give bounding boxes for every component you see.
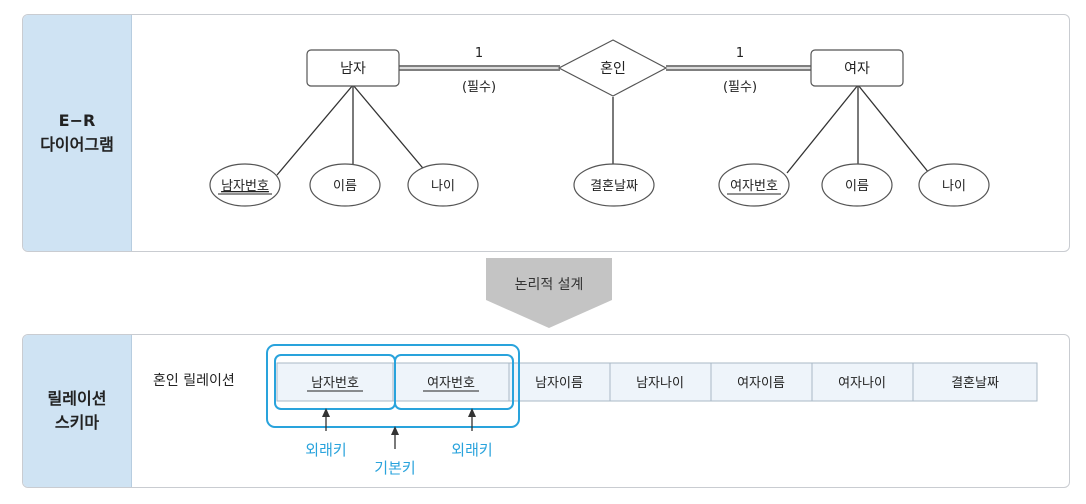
column-4: 남자나이: [636, 376, 684, 391]
er-diagram: 1 (필수) 1 (필수) 남자 여자 혼인 남자번호 이름: [209, 39, 990, 207]
man-attribute-1: 남자번호: [209, 163, 281, 207]
man-attribute-3: 나이: [407, 163, 479, 207]
relation-name: 혼인 릴레이션: [153, 373, 235, 389]
man-attr-line-1: [276, 84, 354, 176]
column-cell-4: [609, 362, 712, 402]
woman-attr-age-label: 나이: [942, 179, 966, 194]
woman-attribute-3: 나이: [918, 163, 990, 207]
logical-design-arrow: 논리적 설계: [486, 258, 612, 330]
relation-schema: 혼인 릴레이션 남자번호 여자번호 남자이름 남자나이 여자이름 여자나이 결혼…: [153, 344, 1038, 477]
schema-columns: 남자번호 여자번호 남자이름 남자나이 여자이름 여자나이 결혼날짜: [276, 362, 1038, 402]
entity-man-label: 남자: [340, 61, 366, 77]
man-attr-age-label: 나이: [431, 179, 455, 194]
schema-label-line1: 릴레이션: [47, 389, 107, 408]
primary-key-arrow: [391, 426, 399, 449]
er-label-line2: 다이어그램: [40, 135, 114, 154]
woman-attr-key-label: 여자번호: [730, 179, 778, 194]
column-cell-5: [710, 362, 813, 402]
primary-key-label: 기본키: [374, 459, 415, 477]
column-7: 결혼날짜: [951, 376, 999, 391]
column-cell-7: [912, 362, 1038, 402]
woman-attr-line-3: [857, 84, 930, 174]
man-attribute-2: 이름: [309, 163, 381, 207]
column-2: 여자번호: [427, 376, 475, 391]
man-attr-key-label: 남자번호: [221, 179, 269, 194]
woman-attribute-2: 이름: [821, 163, 893, 207]
er-panel-label: E−R 다이어그램: [23, 15, 132, 251]
primary-key-box: [266, 344, 520, 428]
foreign-key-label-2: 외래키: [451, 441, 492, 459]
schema-label-line2: 스키마: [54, 413, 100, 432]
column-cell-2: [392, 362, 510, 402]
relationship-label: 혼인: [600, 61, 626, 77]
column-6: 여자나이: [838, 376, 886, 391]
column-3: 남자이름: [535, 376, 583, 391]
relationship-attr-label: 결혼날짜: [590, 179, 638, 194]
woman-attr-line-1: [786, 84, 859, 174]
column-5: 여자이름: [737, 376, 785, 391]
woman-relationship-link: [666, 65, 813, 71]
man-relationship-link: [397, 65, 560, 71]
participation-left: (필수): [462, 80, 496, 95]
cardinality-right: 1: [736, 46, 744, 61]
relationship-attribute: 결혼날짜: [573, 163, 655, 207]
relation-schema-panel: 릴레이션 스키마 혼인 릴레이션 남자번호 여자번호 남자이름 남자나이 여자이…: [22, 334, 1070, 488]
column-cell-6: [811, 362, 914, 402]
column-cell-1: [276, 362, 394, 402]
woman-attr-name-label: 이름: [845, 179, 869, 194]
entity-woman: 여자: [810, 49, 904, 87]
down-arrow-icon: [486, 258, 612, 328]
woman-attribute-1: 여자번호: [718, 163, 790, 207]
foreign-key-box-2: [394, 354, 514, 410]
foreign-key-arrow-2: [468, 408, 476, 431]
cardinality-left: 1: [475, 46, 483, 61]
foreign-key-arrow-1: [322, 408, 330, 431]
entity-woman-label: 여자: [844, 61, 870, 77]
er-diagram-panel: E−R 다이어그램 1 (필수) 1 (필수) 남자: [22, 14, 1070, 252]
er-label-line1: E−R: [58, 111, 96, 130]
foreign-key-label-1: 외래키: [305, 441, 346, 459]
schema-panel-label: 릴레이션 스키마: [23, 335, 132, 487]
logical-design-label: 논리적 설계: [514, 277, 584, 293]
column-1: 남자번호: [311, 376, 359, 391]
entity-man: 남자: [306, 49, 400, 87]
participation-right: (필수): [723, 80, 757, 95]
relationship-marriage: 혼인: [557, 39, 668, 97]
man-attr-line-3: [352, 84, 428, 174]
column-cell-3: [508, 362, 611, 402]
man-attr-name-label: 이름: [333, 179, 357, 194]
